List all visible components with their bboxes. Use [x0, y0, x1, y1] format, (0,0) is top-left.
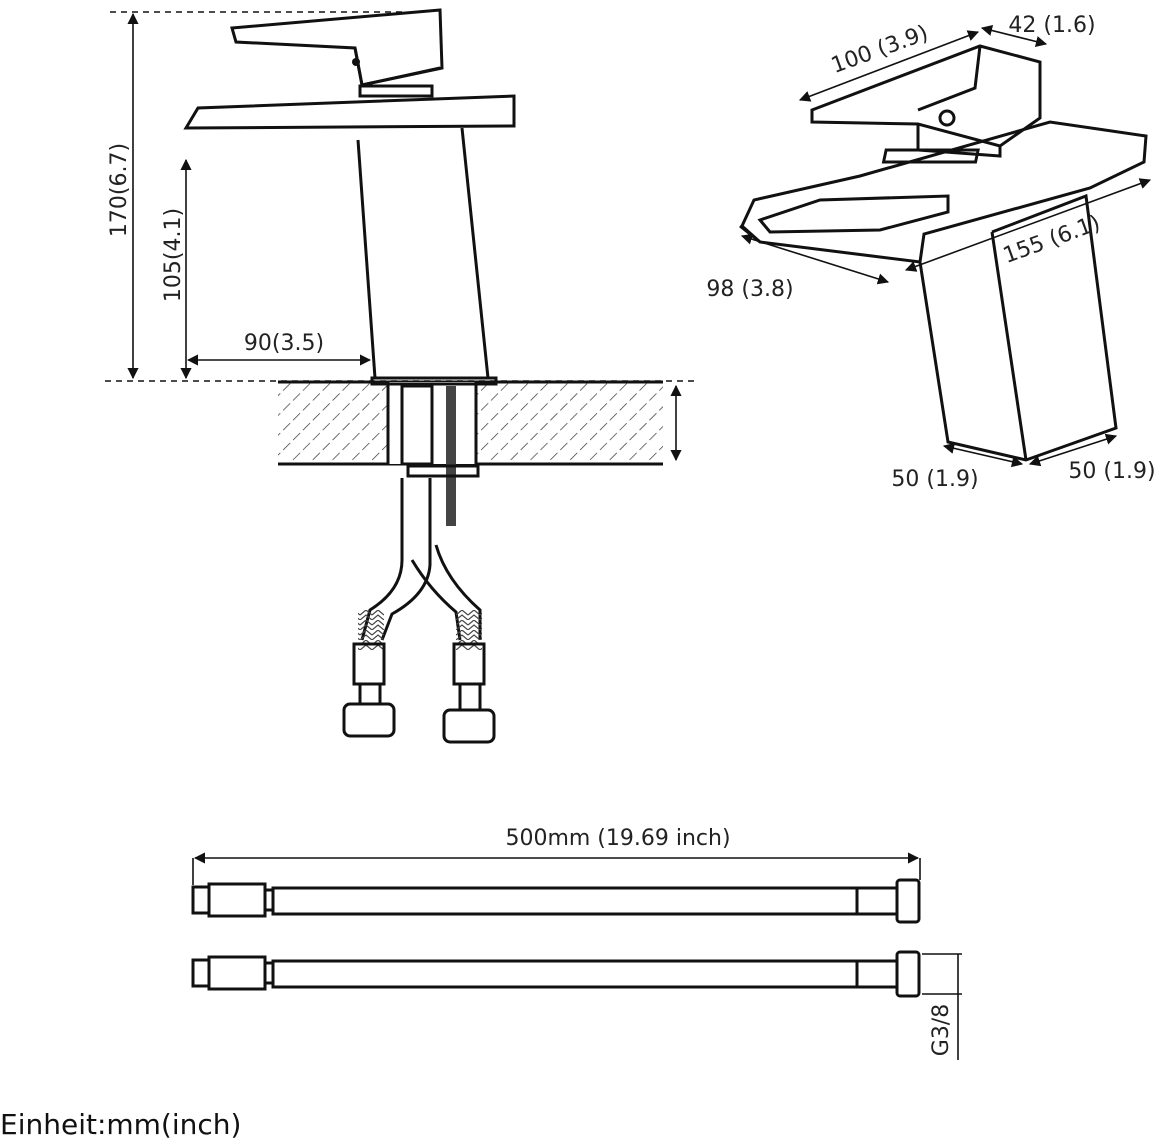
- base-width-dimension: [1028, 433, 1118, 467]
- hose-length-label: 500mm (19.69 inch): [505, 826, 730, 851]
- supply-hoses: [342, 478, 496, 744]
- base-depth-label: 50 (1.9): [891, 467, 978, 492]
- handle-length-dimension: [798, 30, 980, 102]
- unit-note: Einheit:mm(inch): [0, 1108, 241, 1141]
- height-total-label: 170(6.7): [107, 143, 132, 237]
- thread-size-label: G3/8: [929, 1004, 954, 1056]
- faucet-body: [356, 127, 490, 380]
- spout-reach-label: 90(3.5): [244, 331, 324, 356]
- hose-1: [191, 878, 921, 924]
- base-width-label: 50 (1.9): [1068, 459, 1155, 484]
- base-depth-dimension: [942, 442, 1024, 468]
- body-width-label: 98 (3.8): [706, 277, 793, 302]
- handle-width-dimension: [980, 25, 1048, 47]
- hose-set: 500mm (19.69 inch) G3/8: [191, 826, 962, 1060]
- faucet-spout: [183, 94, 516, 130]
- side-view: 170(6.7) 105(4.1) 90(3.5): [105, 8, 695, 744]
- mounting-hardware: [370, 376, 498, 526]
- faucet-handle: [230, 8, 444, 98]
- hose-2: [191, 950, 921, 998]
- handle-width-label: 42 (1.6): [1008, 13, 1095, 38]
- body-length-label: 155 (6.1): [1000, 211, 1104, 269]
- body-length-dimension: [904, 178, 1152, 272]
- isometric-view: 100 (3.9) 42 (1.6) 155 (6.1) 98 (3.8) 50…: [706, 13, 1155, 492]
- body-width-dimension: [740, 233, 890, 285]
- height-spout-label: 105(4.1): [161, 208, 186, 302]
